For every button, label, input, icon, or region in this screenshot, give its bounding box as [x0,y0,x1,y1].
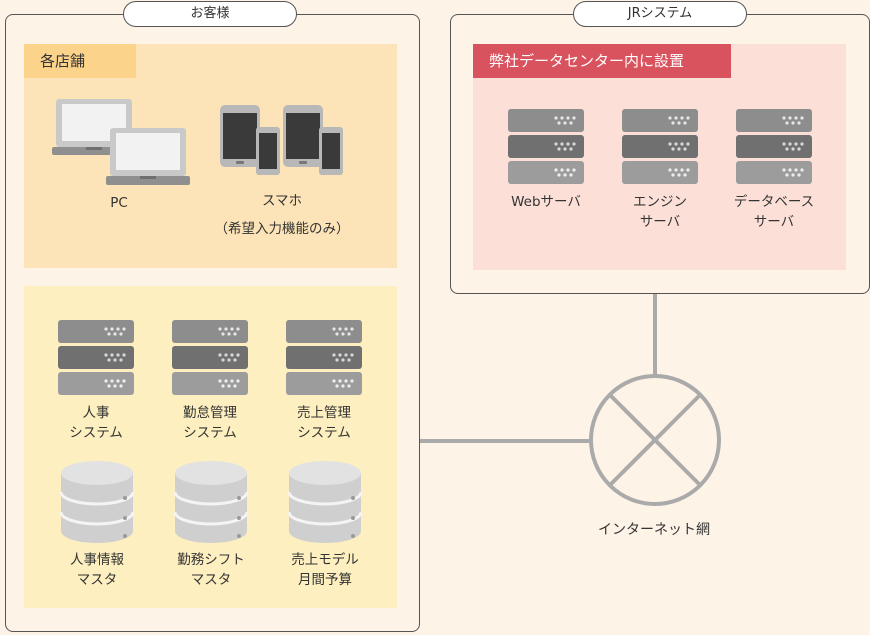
connector-jr-internet [653,293,657,382]
system-hr-caption: 人事 システム [69,405,123,441]
database-icon [173,461,249,543]
server-icon [286,320,362,395]
master-shift-caption: 勤務シフト マスタ [177,552,245,588]
device-smartphone-caption: スマホ （希望入力機能のみ） [214,193,350,237]
master-hr-caption: 人事情報 マスタ [70,552,124,588]
system-attendance-caption: 勤怠管理 システム [183,405,237,441]
server-icon [508,109,584,184]
server-icon [736,109,812,184]
connector-customer-internet [420,439,590,443]
smartphone-tablet-icon [220,105,343,175]
datacenter-label: 弊社データセンター内に設置 [473,44,731,78]
server-icon [622,109,698,184]
server-icon [172,320,248,395]
server-icon [58,320,134,395]
database-icon [59,461,135,543]
jr-system-title: JRシステム [573,1,747,27]
internet-network-icon [589,374,721,506]
engine-server-caption: エンジン サーバ [633,194,687,230]
database-server-caption: データベース サーバ [733,194,815,230]
master-sales-model-caption: 売上モデル 月間予算 [291,552,359,588]
device-pc-caption: PC [110,195,128,211]
database-icon [287,461,363,543]
system-sales-caption: 売上管理 システム [297,405,351,441]
web-server-caption: Webサーバ [511,194,581,210]
stores-label: 各店舗 [24,44,136,78]
laptop-pc-icon [52,99,190,185]
internet-label: インターネット網 [598,522,710,538]
customer-title: お客様 [123,1,297,27]
